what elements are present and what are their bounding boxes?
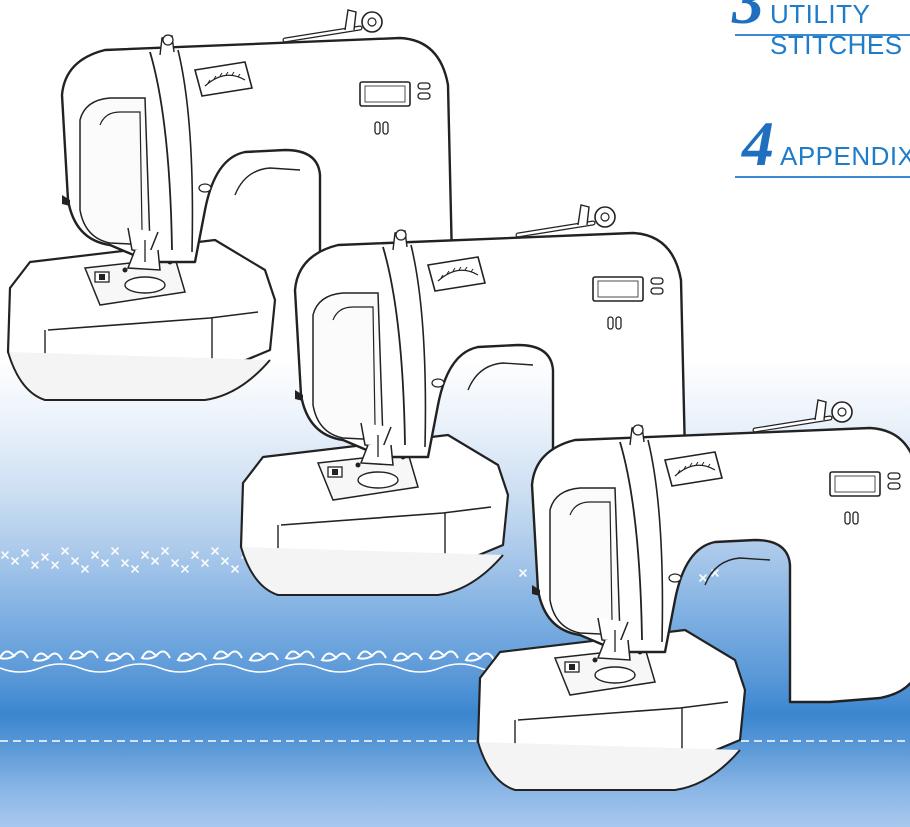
sewing-machine-front xyxy=(478,400,910,790)
chapter-title: UTILITY STITCHES xyxy=(770,0,903,60)
leaf-stitch-pattern xyxy=(0,650,531,673)
chapter-title: APPENDIX xyxy=(780,141,910,171)
chapter-rule-3 xyxy=(735,34,910,36)
chapter-rule-4 xyxy=(735,176,910,178)
chapter-number: 4 xyxy=(742,108,774,179)
chapter-heading-3: 3 UTILITY STITCHES xyxy=(732,0,910,61)
chapter-number: 3 xyxy=(732,0,764,37)
chapter-heading-4: 4 APPENDIX xyxy=(742,112,910,176)
